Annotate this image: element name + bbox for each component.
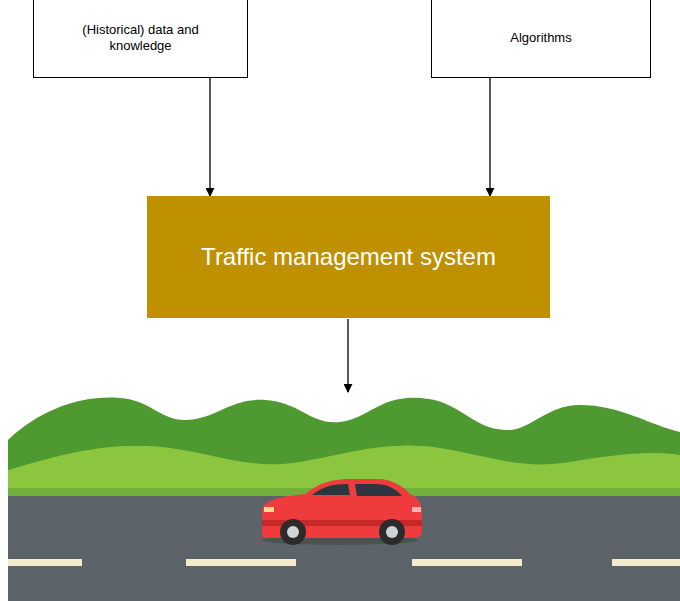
- flow-arrow: [489, 78, 490, 196]
- input-box: Algorithms: [431, 0, 651, 78]
- box-label: Traffic management system: [201, 242, 496, 272]
- input-box: (Historical) data and knowledge: [33, 0, 248, 78]
- system-box: Traffic management system: [147, 196, 550, 318]
- box-label: Algorithms: [510, 30, 571, 46]
- lane-dashes: [8, 559, 680, 566]
- box-label: (Historical) data and knowledge: [66, 22, 216, 55]
- flow-arrow: [209, 78, 210, 196]
- output-arrow: [347, 319, 348, 392]
- car: [262, 479, 422, 545]
